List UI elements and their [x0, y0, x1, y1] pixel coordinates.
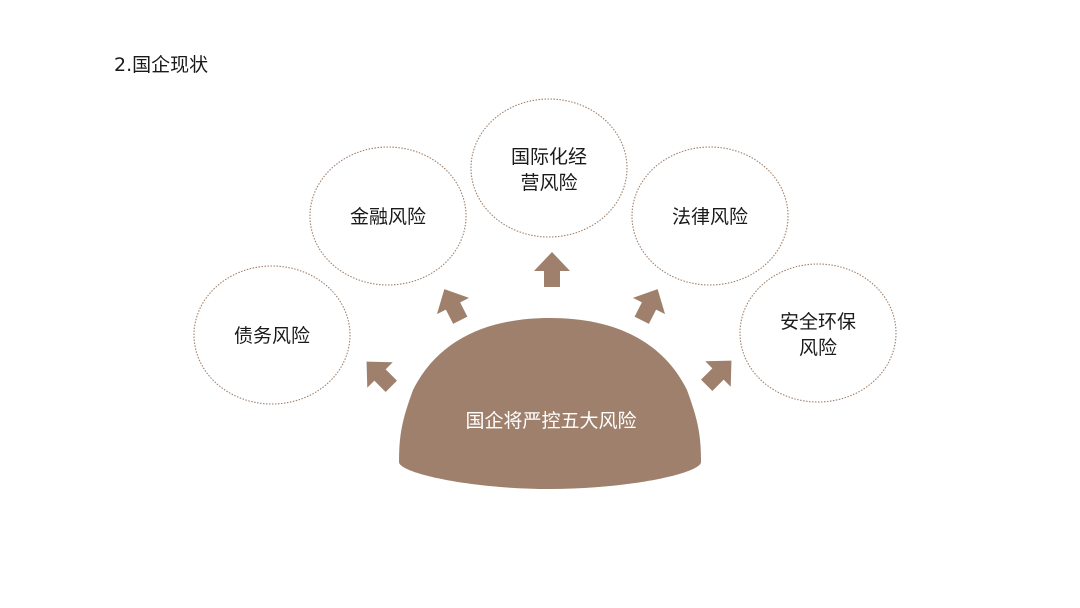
risk-label: 安全环保 — [780, 311, 856, 333]
risk-node-debt: 债务风险 — [193, 265, 351, 405]
risk-label: 营风险 — [520, 172, 577, 194]
center-dome: 国企将严控五大风险 — [399, 318, 701, 489]
risk-node-legal: 法律风险 — [631, 146, 789, 286]
arrow-up-icon — [353, 348, 405, 400]
risk-label: 法律风险 — [672, 206, 748, 228]
arrow-up-icon — [534, 252, 570, 287]
arrow-up-icon — [428, 280, 477, 329]
risk-node-international: 国际化经 营风险 — [470, 98, 628, 238]
risk-label: 债务风险 — [234, 325, 310, 347]
center-label: 国企将严控五大风险 — [465, 410, 636, 432]
risk-node-safety: 安全环保 风险 — [739, 263, 897, 403]
risk-label: 国际化经 — [511, 146, 587, 168]
risk-label: 金融风险 — [350, 206, 426, 228]
page-title: 2.国企现状 — [114, 54, 209, 76]
risk-node-finance: 金融风险 — [309, 146, 467, 286]
arrow-up-icon — [693, 347, 745, 399]
arrow-up-icon — [625, 280, 674, 329]
risk-label: 风险 — [799, 337, 837, 359]
